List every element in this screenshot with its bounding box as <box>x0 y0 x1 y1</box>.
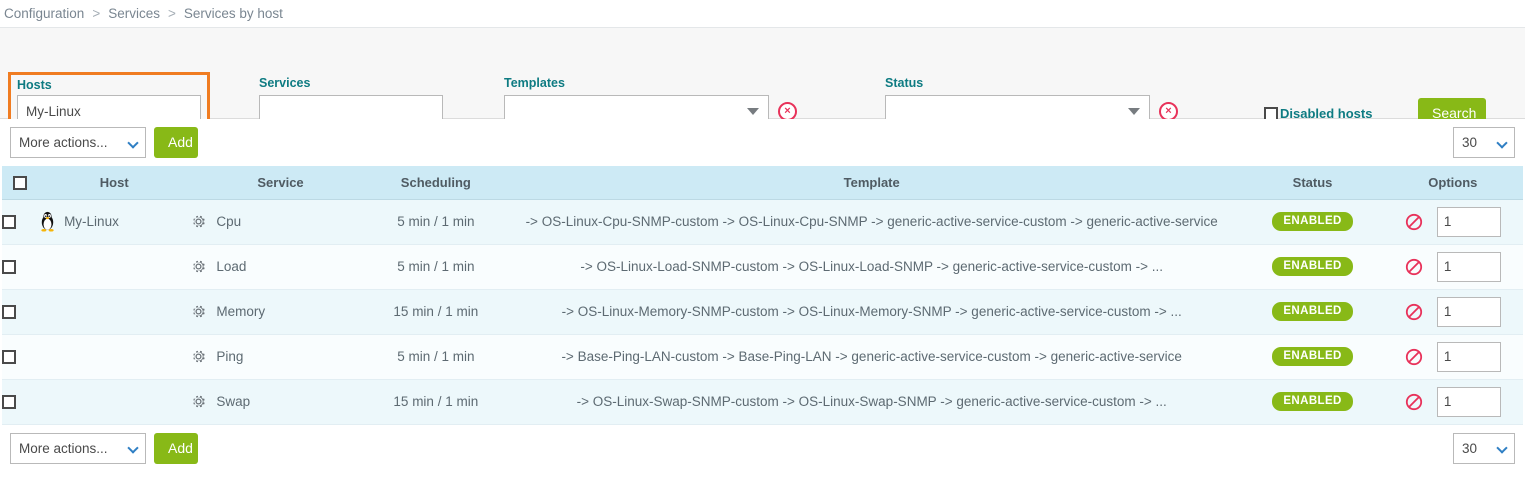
page-size-select-bottom[interactable]: 30 <box>1453 432 1515 464</box>
services-filter-label: Services <box>259 76 311 90</box>
gear-icon <box>190 348 207 365</box>
template-chain: -> OS-Linux-Cpu-SNMP-custom -> OS-Linux-… <box>500 199 1243 245</box>
select-all-header <box>2 166 39 200</box>
chevron-down-icon <box>747 108 759 115</box>
column-header-host[interactable]: Host <box>38 166 191 200</box>
disable-icon[interactable] <box>1405 393 1423 411</box>
scheduling-value: 5 min / 1 min <box>370 199 501 245</box>
service-name[interactable]: Swap <box>216 394 251 409</box>
select-all-checkbox[interactable] <box>13 176 28 191</box>
row-checkbox[interactable] <box>2 350 16 365</box>
chevron-down-icon <box>1128 108 1140 115</box>
gear-icon <box>190 258 207 275</box>
page-size-select-top[interactable]: 30 <box>1453 127 1515 158</box>
tux-icon <box>38 211 57 232</box>
table-row: Ping 5 min / 1 min -> Base-Ping-LAN-cust… <box>2 334 1523 380</box>
scheduling-value: 5 min / 1 min <box>370 244 501 290</box>
row-checkbox[interactable] <box>2 395 16 410</box>
option-input[interactable] <box>1436 296 1501 327</box>
disable-icon[interactable] <box>1405 258 1423 276</box>
row-checkbox[interactable] <box>2 260 16 275</box>
option-input[interactable] <box>1436 251 1501 282</box>
template-chain: -> OS-Linux-Memory-SNMP-custom -> OS-Lin… <box>500 289 1243 335</box>
disabled-hosts-label: Disabled hosts <box>1280 106 1373 121</box>
chevron-down-icon <box>1496 442 1508 454</box>
service-name[interactable]: Load <box>216 259 247 274</box>
template-chain: -> OS-Linux-Swap-SNMP-custom -> OS-Linux… <box>500 379 1243 425</box>
toolbar-bottom: More actions... Add 30 <box>0 424 1525 472</box>
status-badge: ENABLED <box>1272 257 1353 276</box>
option-input[interactable] <box>1436 386 1501 417</box>
table-header-row: Host Service Scheduling Template Status … <box>2 166 1523 200</box>
column-header-options: Options <box>1382 166 1523 200</box>
add-button-top[interactable]: Add <box>154 127 198 158</box>
chevron-down-icon <box>1496 136 1508 149</box>
column-header-status[interactable]: Status <box>1242 166 1383 200</box>
gear-icon <box>190 213 207 230</box>
column-header-template[interactable]: Template <box>500 166 1243 200</box>
row-checkbox[interactable] <box>2 215 16 230</box>
more-actions-select-top[interactable]: More actions... <box>10 127 146 158</box>
services-table: Host Service Scheduling Template Status … <box>2 166 1523 425</box>
option-input[interactable] <box>1436 341 1501 372</box>
status-badge: ENABLED <box>1272 212 1353 231</box>
breadcrumb-separator: > <box>92 6 101 21</box>
page-size-value-top: 30 <box>1462 135 1478 150</box>
column-header-scheduling[interactable]: Scheduling <box>370 166 501 200</box>
status-badge: ENABLED <box>1272 392 1353 411</box>
chevron-down-icon <box>127 136 139 149</box>
table-row: Memory 15 min / 1 min -> OS-Linux-Memory… <box>2 289 1523 335</box>
table-body: My-Linux Cpu 5 min / 1 min -> OS-Linux-C… <box>2 199 1523 425</box>
hosts-filter-label: Hosts <box>17 78 52 92</box>
add-button-bottom[interactable]: Add <box>154 432 198 464</box>
templates-clear-icon[interactable]: × <box>778 101 797 121</box>
breadcrumb-separator: > <box>167 6 176 21</box>
disable-icon[interactable] <box>1405 348 1423 366</box>
toolbar-top: More actions... Add 30 <box>0 119 1525 166</box>
gear-icon <box>190 303 207 320</box>
status-badge: ENABLED <box>1272 347 1353 366</box>
table-row: Swap 15 min / 1 min -> OS-Linux-Swap-SNM… <box>2 379 1523 425</box>
table-row: Load 5 min / 1 min -> OS-Linux-Load-SNMP… <box>2 244 1523 290</box>
host-link[interactable]: My-Linux <box>64 214 119 229</box>
templates-filter-label: Templates <box>504 76 565 90</box>
more-actions-label-top: More actions... <box>19 135 108 150</box>
option-input[interactable] <box>1436 206 1501 237</box>
status-clear-icon[interactable]: × <box>1159 101 1178 121</box>
status-filter-label: Status <box>885 76 924 90</box>
breadcrumb-item-services[interactable]: Services <box>108 6 160 21</box>
table-row: My-Linux Cpu 5 min / 1 min -> OS-Linux-C… <box>2 199 1523 245</box>
template-chain: -> Base-Ping-LAN-custom -> Base-Ping-LAN… <box>500 334 1243 380</box>
disable-icon[interactable] <box>1405 303 1423 321</box>
breadcrumb-item-services-by-host[interactable]: Services by host <box>183 6 283 21</box>
column-header-service[interactable]: Service <box>190 166 371 200</box>
scheduling-value: 15 min / 1 min <box>370 379 501 425</box>
breadcrumb: Configuration > Services > Services by h… <box>0 0 1525 28</box>
page-size-value-bottom: 30 <box>1462 440 1478 456</box>
disable-icon[interactable] <box>1405 213 1423 231</box>
scheduling-value: 5 min / 1 min <box>370 334 501 380</box>
disabled-hosts-field: Disabled hosts <box>1264 106 1372 121</box>
breadcrumb-item-configuration[interactable]: Configuration <box>4 6 85 21</box>
gear-icon <box>190 393 207 410</box>
service-name[interactable]: Cpu <box>216 214 242 229</box>
filter-panel: Hosts Services Templates × Status × Disa… <box>0 28 1525 145</box>
template-chain: -> OS-Linux-Load-SNMP-custom -> OS-Linux… <box>500 244 1243 290</box>
chevron-down-icon <box>127 442 139 454</box>
status-badge: ENABLED <box>1272 302 1353 321</box>
row-checkbox[interactable] <box>2 305 16 320</box>
more-actions-label-bottom: More actions... <box>19 440 108 456</box>
service-name[interactable]: Ping <box>216 349 244 364</box>
service-name[interactable]: Memory <box>216 304 266 319</box>
more-actions-select-bottom[interactable]: More actions... <box>10 432 146 464</box>
scheduling-value: 15 min / 1 min <box>370 289 501 335</box>
